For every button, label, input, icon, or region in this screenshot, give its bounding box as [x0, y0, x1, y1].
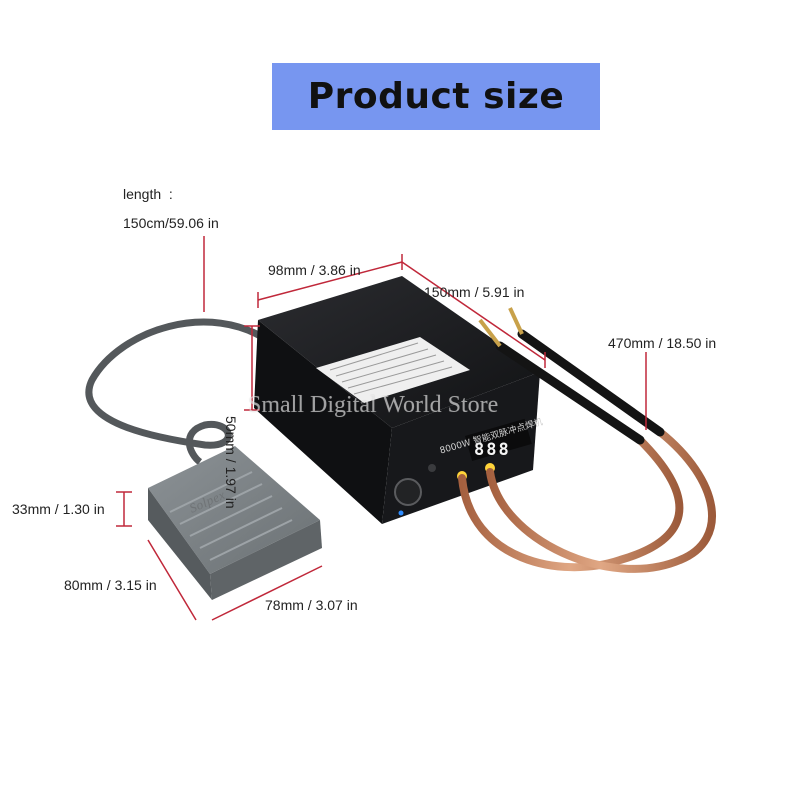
foot-pedal	[148, 446, 322, 600]
spot-welder-box	[254, 276, 540, 524]
copper-cable-2	[486, 428, 716, 573]
pen-2	[517, 329, 665, 437]
pedal-width-label: 78mm / 3.07 in	[265, 597, 358, 613]
pedal-cable-end	[185, 421, 207, 465]
title-banner: Product size	[272, 63, 600, 130]
pen-1	[495, 341, 645, 445]
cable-length-label: length :	[123, 186, 173, 202]
pedal-cable	[85, 318, 274, 449]
store-watermark: Small Digital World Store	[248, 392, 499, 418]
pedal-height-label: 33mm / 1.30 in	[12, 501, 105, 517]
power-knob	[394, 478, 422, 506]
box-length-label: 150mm / 5.91 in	[424, 284, 525, 300]
pedal-length-label: 80mm / 3.15 in	[64, 577, 157, 593]
pen-cable-length-label: 470mm / 18.50 in	[608, 335, 717, 351]
copper-cable-1	[458, 436, 684, 572]
page-title: Product size	[307, 76, 565, 117]
dimension-lines	[116, 236, 647, 621]
box-width-label: 98mm / 3.86 in	[268, 262, 361, 278]
lcd-display: 888	[474, 440, 511, 460]
cable-length-value: 150cm/59.06 in	[123, 215, 219, 231]
